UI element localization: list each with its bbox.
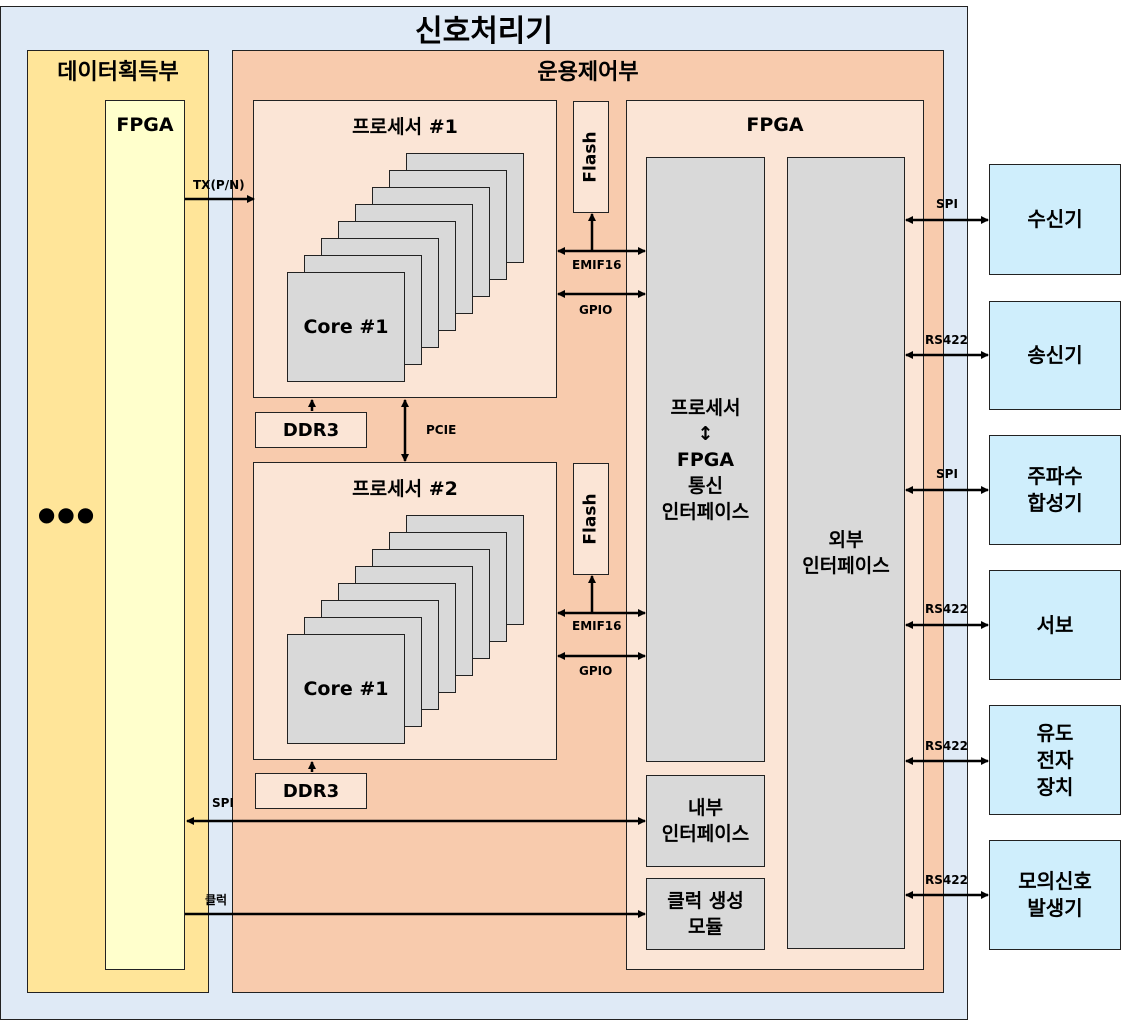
processor-1-title: 프로세서 #1	[352, 116, 458, 138]
ext-label-1: SPI	[936, 197, 958, 211]
spi-internal-label: SPI	[212, 796, 234, 810]
processor-fpga-interface-box: 프로세서 ↕ FPGA 통신 인터페이스	[646, 157, 765, 762]
ddr3-1-label: DDR3	[282, 419, 340, 441]
core-1-label: Core #1	[303, 316, 389, 338]
emif16-2-label: EMIF16	[572, 619, 622, 633]
proc-if-line-4: 통신	[688, 474, 723, 497]
ext-label-2: RS422	[925, 333, 968, 347]
processor-2-title: 프로세서 #2	[352, 478, 458, 500]
proc-if-line-3: FPGA	[676, 448, 735, 471]
daq-title: 데이터획득부	[57, 60, 179, 85]
simulator-label-2: 발생기	[1027, 896, 1083, 920]
clk-mod-line-1: 클럭 생성	[667, 890, 744, 912]
receiver-box: 수신기	[989, 164, 1121, 275]
clk-mod-line-2: 모듈	[688, 916, 723, 938]
servo-box: 서보	[989, 570, 1121, 680]
external-interface-box: 외부 인터페이스	[787, 157, 905, 949]
pcie-label: PCIE	[426, 423, 457, 437]
ellipsis-icon: ●●●	[37, 502, 97, 526]
proc-if-arrow-icon: ↕	[697, 422, 714, 445]
tx-label: TX(P/N)	[193, 178, 245, 192]
core-2-label: Core #1	[303, 678, 389, 700]
flash-1-box: Flash	[573, 101, 609, 213]
guidance-label-3: 장치	[1036, 774, 1074, 799]
ddr3-1-box: DDR3	[255, 412, 367, 448]
ext-label-4: RS422	[925, 602, 968, 616]
emif16-1-label: EMIF16	[572, 258, 622, 272]
receiver-label: 수신기	[1027, 207, 1083, 231]
clock-label: 클럭	[205, 893, 228, 907]
proc-if-line-5: 인터페이스	[661, 500, 750, 523]
core-1-front: Core #1	[287, 272, 405, 382]
ext-if-line-2: 인터페이스	[802, 555, 890, 577]
gpio-2-label: GPIO	[579, 664, 613, 678]
synthesizer-box: 주파수 합성기	[989, 435, 1121, 545]
synthesizer-label-1: 주파수	[1027, 464, 1083, 488]
guidance-electronics-box: 유도 전자 장치	[989, 705, 1121, 815]
guidance-label-2: 전자	[1036, 747, 1074, 772]
ext-label-5: RS422	[925, 739, 968, 753]
simulator-box: 모의신호 발생기	[989, 840, 1121, 950]
ext-label-3: SPI	[936, 467, 958, 481]
ops-fpga-title: FPGA	[746, 114, 804, 136]
int-if-line-2: 인터페이스	[661, 823, 750, 845]
transmitter-label: 송신기	[1027, 343, 1083, 367]
core-2-front: Core #1	[287, 634, 405, 744]
int-if-line-1: 내부	[688, 797, 723, 819]
internal-interface-box: 내부 인터페이스	[646, 775, 765, 867]
daq-fpga-box	[105, 100, 185, 970]
proc-if-line-1: 프로세서	[670, 396, 741, 419]
ext-if-line-1: 외부	[828, 529, 864, 551]
daq-fpga-label: FPGA	[116, 114, 174, 136]
servo-label: 서보	[1036, 612, 1074, 637]
transmitter-box: 송신기	[989, 301, 1121, 410]
clock-module-box: 클럭 생성 모듈	[646, 878, 765, 950]
ddr3-2-label: DDR3	[282, 780, 340, 802]
simulator-label-1: 모의신호	[1018, 869, 1092, 893]
ext-label-6: RS422	[925, 873, 968, 887]
synthesizer-label-2: 합성기	[1027, 491, 1083, 515]
guidance-label-1: 유도	[1036, 720, 1074, 745]
ops-title: 운용제어부	[537, 60, 639, 85]
ddr3-2-box: DDR3	[255, 773, 367, 809]
gpio-1-label: GPIO	[579, 303, 613, 317]
flash-2-box: Flash	[573, 463, 609, 575]
signal-processor-title: 신호처리기	[415, 14, 553, 49]
